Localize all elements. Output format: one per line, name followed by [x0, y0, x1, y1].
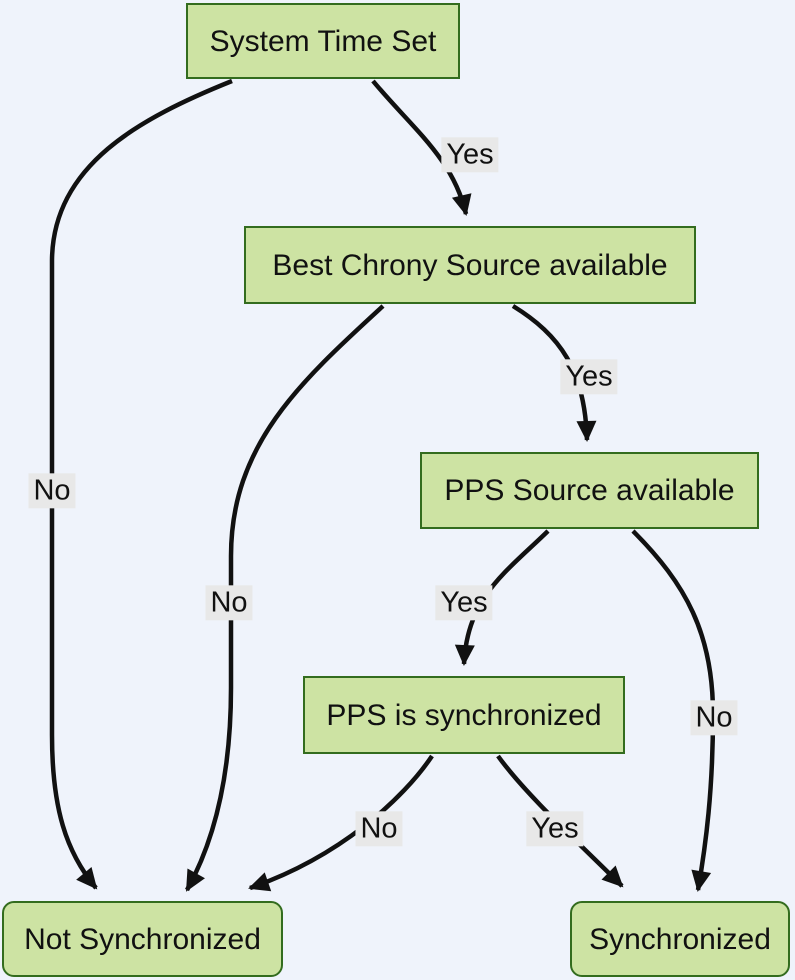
node-system-time-set-label: System Time Set	[209, 24, 437, 58]
node-pps-source-label: PPS Source available	[444, 474, 735, 507]
node-not-synchronized: Not Synchronized	[2, 901, 283, 977]
edge-system-time-yes	[371, 79, 472, 216]
edge-pps-sync-no	[248, 754, 434, 892]
edge-label-pps-sync-no: No	[355, 811, 403, 847]
node-pps-sync-label: PPS is synchronized	[326, 698, 602, 732]
edge-label-pps-source-no: No	[690, 700, 738, 736]
node-best-chrony-source-available: Best Chrony Source available	[244, 226, 696, 304]
node-best-chrony-label: Best Chrony Source available	[272, 248, 668, 282]
node-synchronized: Synchronized	[570, 901, 790, 977]
node-pps-source-available: PPS Source available	[420, 452, 759, 529]
node-pps-is-synchronized: PPS is synchronized	[303, 676, 625, 754]
edge-label-system-time-yes: Yes	[441, 137, 499, 173]
edge-best-chrony-yes	[511, 304, 597, 442]
node-sync-label: Synchronized	[589, 922, 771, 956]
node-not-sync-label: Not Synchronized	[24, 922, 261, 956]
edge-label-pps-sync-yes: Yes	[526, 811, 584, 847]
edge-system-time-no	[49, 78, 233, 890]
edge-label-pps-source-yes: Yes	[435, 585, 493, 621]
edge-best-chrony-no	[185, 304, 385, 892]
edge-label-best-chrony-no: No	[205, 585, 253, 621]
edge-label-system-time-no: No	[28, 473, 76, 509]
node-system-time-set: System Time Set	[186, 3, 460, 79]
edge-label-best-chrony-yes: Yes	[560, 359, 618, 395]
